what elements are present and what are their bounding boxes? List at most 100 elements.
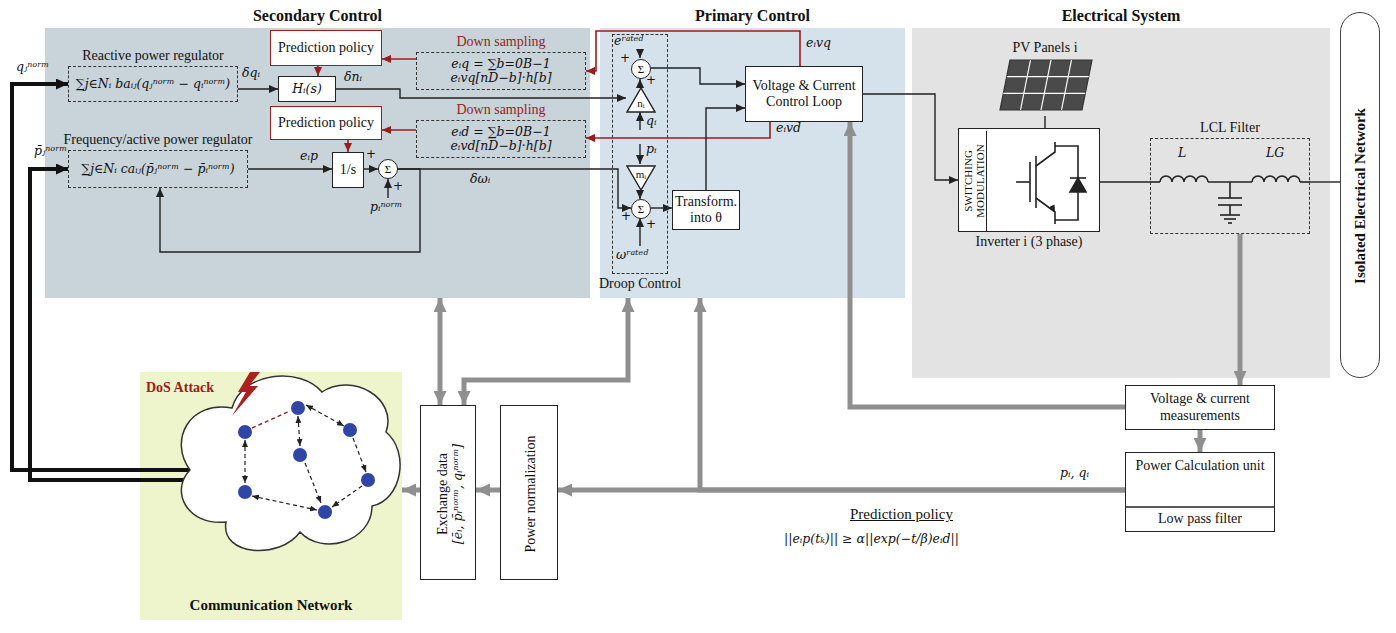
node-body: Σ: [379, 160, 397, 178]
signal-label: δnᵢ: [344, 70, 362, 84]
connector: [863, 94, 958, 180]
node-body: 1/s: [333, 153, 363, 187]
box-label: eᵢq = ∑b=0B−1 eᵢvq[nD−b]·h[b]: [420, 57, 582, 86]
heading: Electrical System: [892, 7, 1350, 25]
connector: [639, 79, 640, 87]
connector: [317, 66, 319, 76]
pv-panels: PV Panels i: [990, 38, 1100, 116]
lcl-circuit: [1220, 214, 1240, 216]
pv-panel-art: [1007, 76, 1089, 77]
igbt-symbol: [1070, 177, 1086, 179]
panel-grounds: [958, 128, 1100, 232]
node-body: Transform. into θ: [673, 191, 739, 229]
heading: Down sampling: [397, 102, 605, 118]
inductor-label: L: [1178, 146, 1186, 160]
signal-label: p̄ⱼⁿᵒʳᵐ: [34, 144, 67, 158]
box-label: Transform. into θ: [675, 194, 737, 226]
network-links: [305, 463, 321, 503]
box-label: Hᵢ(s): [292, 82, 322, 96]
reactive-power-regulator: ∑j∈Nᵢ baᵢⱼ(qⱼⁿᵒʳᵐ − qᵢⁿᵒʳᵐ)Reactive powe…: [68, 66, 238, 102]
normalization-box: Power normalization: [500, 405, 558, 580]
connector: [160, 169, 420, 252]
inverter-box: Inverter i (3 phase)SWITCHING MODULATION: [958, 128, 1100, 232]
transfer-function-box: Hᵢ(s): [278, 76, 336, 102]
box-label: ∑j∈Nᵢ caᵢⱼ(p̄ⱼⁿᵒʳᵐ − p̄ᵢⁿᵒʳᵐ): [81, 162, 235, 176]
connector: [1238, 234, 1243, 385]
node-body: Power normalization: [501, 406, 559, 581]
connector: [382, 129, 416, 131]
switching-modulation-strip: SWITCHING MODULATION: [961, 131, 987, 231]
connector: [639, 191, 640, 199]
box-label: Voltage & Current Control Loop: [749, 78, 859, 110]
signal-label: pᵢ, qᵢ: [1060, 466, 1089, 480]
connector: [586, 31, 800, 71]
attacked-link: [252, 411, 290, 428]
connector: [347, 140, 349, 152]
igbt-symbol: [1016, 181, 1030, 183]
box-label: Low pass filter: [1158, 511, 1242, 527]
node-body: Σ: [632, 200, 650, 218]
box-label: Σ: [638, 63, 644, 75]
node-body: Power Calculation unitLow pass filter: [1126, 453, 1274, 531]
exchange-data-box: Exchange data[ēᵢ, p̄ᵢⁿᵒʳᵐ, qᵢⁿᵒʳᵐ]: [420, 405, 476, 580]
inductor-label: LG: [1266, 146, 1284, 160]
input-arrows: [639, 218, 640, 246]
lcl-circuit: [1218, 197, 1242, 199]
node-body: mᵢ: [626, 165, 656, 191]
droop-gain-triangle: mᵢ: [626, 165, 656, 191]
input-arrows: [639, 144, 640, 164]
network-agents: [318, 505, 332, 519]
summing-junction: Σ: [631, 199, 651, 219]
connector: [336, 89, 626, 98]
signal-label: δωᵢ: [470, 172, 490, 186]
signal-label: eᵢvd: [776, 121, 801, 135]
node-body: eᵢd = ∑b=0B−1 eᵢvd[nD−b]·h[b]: [417, 121, 585, 157]
signal-label: δqᵢ: [242, 66, 260, 80]
input-arrows: [639, 51, 640, 58]
heading: Reactive power regulator: [49, 48, 257, 64]
down-sampling-block: eᵢq = ∑b=0B−1 eᵢvq[nD−b]·h[b]Down sampli…: [416, 52, 586, 90]
network-links: [332, 486, 362, 507]
igbt-symbol: [1036, 142, 1055, 166]
connector: [700, 298, 1125, 490]
connector: [1044, 116, 1045, 128]
down-sampling-block: eᵢd = ∑b=0B−1 eᵢvd[nD−b]·h[b]Down sampli…: [416, 120, 586, 158]
node-body: Exchange data[ēᵢ, p̄ᵢⁿᵒʳᵐ, qᵢⁿᵒʳᵐ]: [421, 406, 477, 581]
network-agents: [238, 425, 252, 439]
heading: Primary Control: [580, 7, 925, 25]
node-body: ∑j∈Nᵢ baᵢⱼ(qⱼⁿᵒʳᵐ − qᵢⁿᵒʳᵐ): [69, 67, 237, 101]
prediction-policy-box: Prediction policy: [270, 30, 382, 66]
signal-label: ωʳᵃᵗᵉᵈ: [616, 248, 648, 262]
droop-gain-triangle: nᵢ: [626, 87, 656, 113]
electrical-system-panel: Electrical SystemPV Panels iInverter i (…: [912, 28, 1330, 378]
node-body: Prediction policy: [271, 107, 381, 139]
heading: Down sampling: [397, 34, 605, 50]
lcl-filter-box: LCL Filter: [1150, 138, 1310, 234]
box-label: Communication Network: [190, 597, 353, 614]
box-label: Prediction policy: [278, 40, 374, 56]
summing-junction: Σ: [378, 159, 398, 179]
network-agents: [343, 423, 357, 437]
connector: [464, 298, 628, 405]
signal-label: qⱼⁿᵒʳᵐ: [16, 60, 49, 74]
network-links: [298, 416, 300, 446]
power-calculation-box: Power Calculation unitLow pass filter: [1125, 452, 1275, 532]
connector: [1310, 181, 1340, 182]
sign-label: +: [646, 74, 656, 86]
signal-label: eᵢp: [300, 149, 318, 163]
node-body: Prediction policy: [271, 31, 381, 65]
connector: [706, 108, 745, 190]
lcl-circuit: [1224, 218, 1236, 220]
node-body: [1151, 139, 1309, 233]
lcl-circuit: [1252, 176, 1300, 182]
igbt-symbol: [1035, 156, 1037, 208]
panel-grounds: [600, 28, 905, 298]
lightning-bolt: [232, 372, 260, 416]
connector: [382, 58, 416, 60]
pv-panel-art: [1000, 60, 1092, 110]
node-body: Isolated Electrical Network: [1341, 13, 1381, 379]
communication-network-area: Communication Network: [140, 372, 402, 620]
policy-formula: ||eᵢp(tₖ)|| ≥ α||exp(−t/β)eᵢd||: [784, 532, 959, 546]
isolated-network-bar: Isolated Electrical Network: [1340, 12, 1380, 378]
lcl-circuit: [1150, 176, 1310, 223]
